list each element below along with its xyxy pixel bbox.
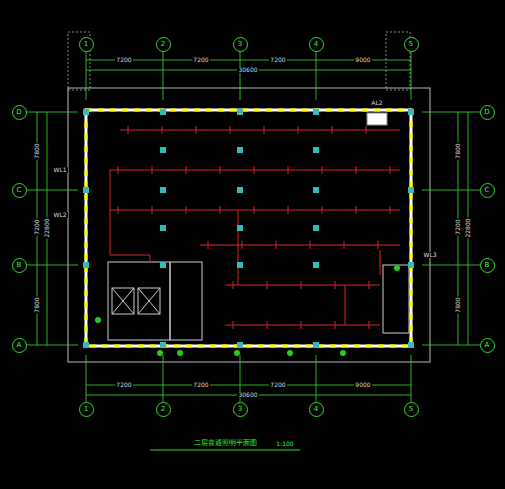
- axis-bubble: 5: [404, 37, 419, 52]
- axis-label: 3: [238, 41, 242, 48]
- axis-label: 5: [409, 406, 413, 413]
- dimension-text: 30600: [237, 67, 258, 73]
- axis-bubble: B: [480, 258, 495, 273]
- axis-lines: [26, 51, 480, 402]
- circuit-label: AL2: [370, 100, 383, 106]
- building: [68, 32, 430, 362]
- axis-label: D: [16, 109, 21, 116]
- axis-bubble: 1: [79, 37, 94, 52]
- axis-label: 2: [161, 41, 165, 48]
- axis-bubble: C: [480, 183, 495, 198]
- axis-bubble: 5: [404, 402, 419, 417]
- dimension-text: 22800: [465, 217, 471, 238]
- title-underline: [150, 450, 300, 451]
- axis-bubble: 4: [309, 37, 324, 52]
- dimension-text: 9000: [354, 382, 371, 388]
- circuit-label: WL2: [52, 212, 67, 218]
- dimension-text: 7800: [34, 296, 40, 313]
- axis-bubble: 4: [309, 402, 324, 417]
- axis-bubble: C: [12, 183, 27, 198]
- dimension-text: 9000: [354, 57, 371, 63]
- axis-label: 4: [314, 406, 318, 413]
- axis-bubble: 3: [233, 402, 248, 417]
- dimension-text: 30600: [237, 392, 258, 398]
- axis-label: 1: [84, 41, 88, 48]
- axis-bubble: 2: [156, 37, 171, 52]
- dimension-text: 7200: [269, 57, 286, 63]
- axis-bubble: D: [480, 105, 495, 120]
- circuit-label: WL1: [52, 167, 67, 173]
- axis-label: 3: [238, 406, 242, 413]
- axis-label: B: [17, 262, 22, 269]
- axis-bubble: D: [12, 105, 27, 120]
- dimension-text: 7200: [34, 218, 40, 235]
- axis-label: A: [17, 342, 22, 349]
- axis-label: C: [485, 187, 490, 194]
- dimension-text: 7200: [269, 382, 286, 388]
- dimension-text: 7800: [455, 142, 461, 159]
- axis-label: C: [17, 187, 22, 194]
- dimension-text: 7200: [455, 218, 461, 235]
- lighting-wiring: [95, 126, 400, 356]
- circuit-label: WL3: [422, 252, 437, 258]
- dimension-text: 7200: [192, 382, 209, 388]
- axis-label: D: [484, 109, 489, 116]
- axis-bubble: A: [12, 338, 27, 353]
- axis-label: A: [485, 342, 490, 349]
- dimension-text: 7800: [34, 142, 40, 159]
- axis-bubble: A: [480, 338, 495, 353]
- dimension-text: 7200: [115, 382, 132, 388]
- axis-bubble: B: [12, 258, 27, 273]
- dimension-text: 7200: [115, 57, 132, 63]
- dimension-text: 7200: [192, 57, 209, 63]
- axis-label: 2: [161, 406, 165, 413]
- dimension-text: 22800: [44, 217, 50, 238]
- axis-label: 4: [314, 41, 318, 48]
- dimension-text: 7800: [455, 296, 461, 313]
- axis-bubble: 2: [156, 402, 171, 417]
- axis-label: 1: [84, 406, 88, 413]
- axis-label: 5: [409, 41, 413, 48]
- axis-label: B: [485, 262, 490, 269]
- drawing-title: 二层普通照明平面图: [194, 440, 257, 447]
- axis-bubble: 1: [79, 402, 94, 417]
- scale-label: 1:100: [275, 441, 294, 447]
- columns: [83, 109, 414, 348]
- axis-bubble: 3: [233, 37, 248, 52]
